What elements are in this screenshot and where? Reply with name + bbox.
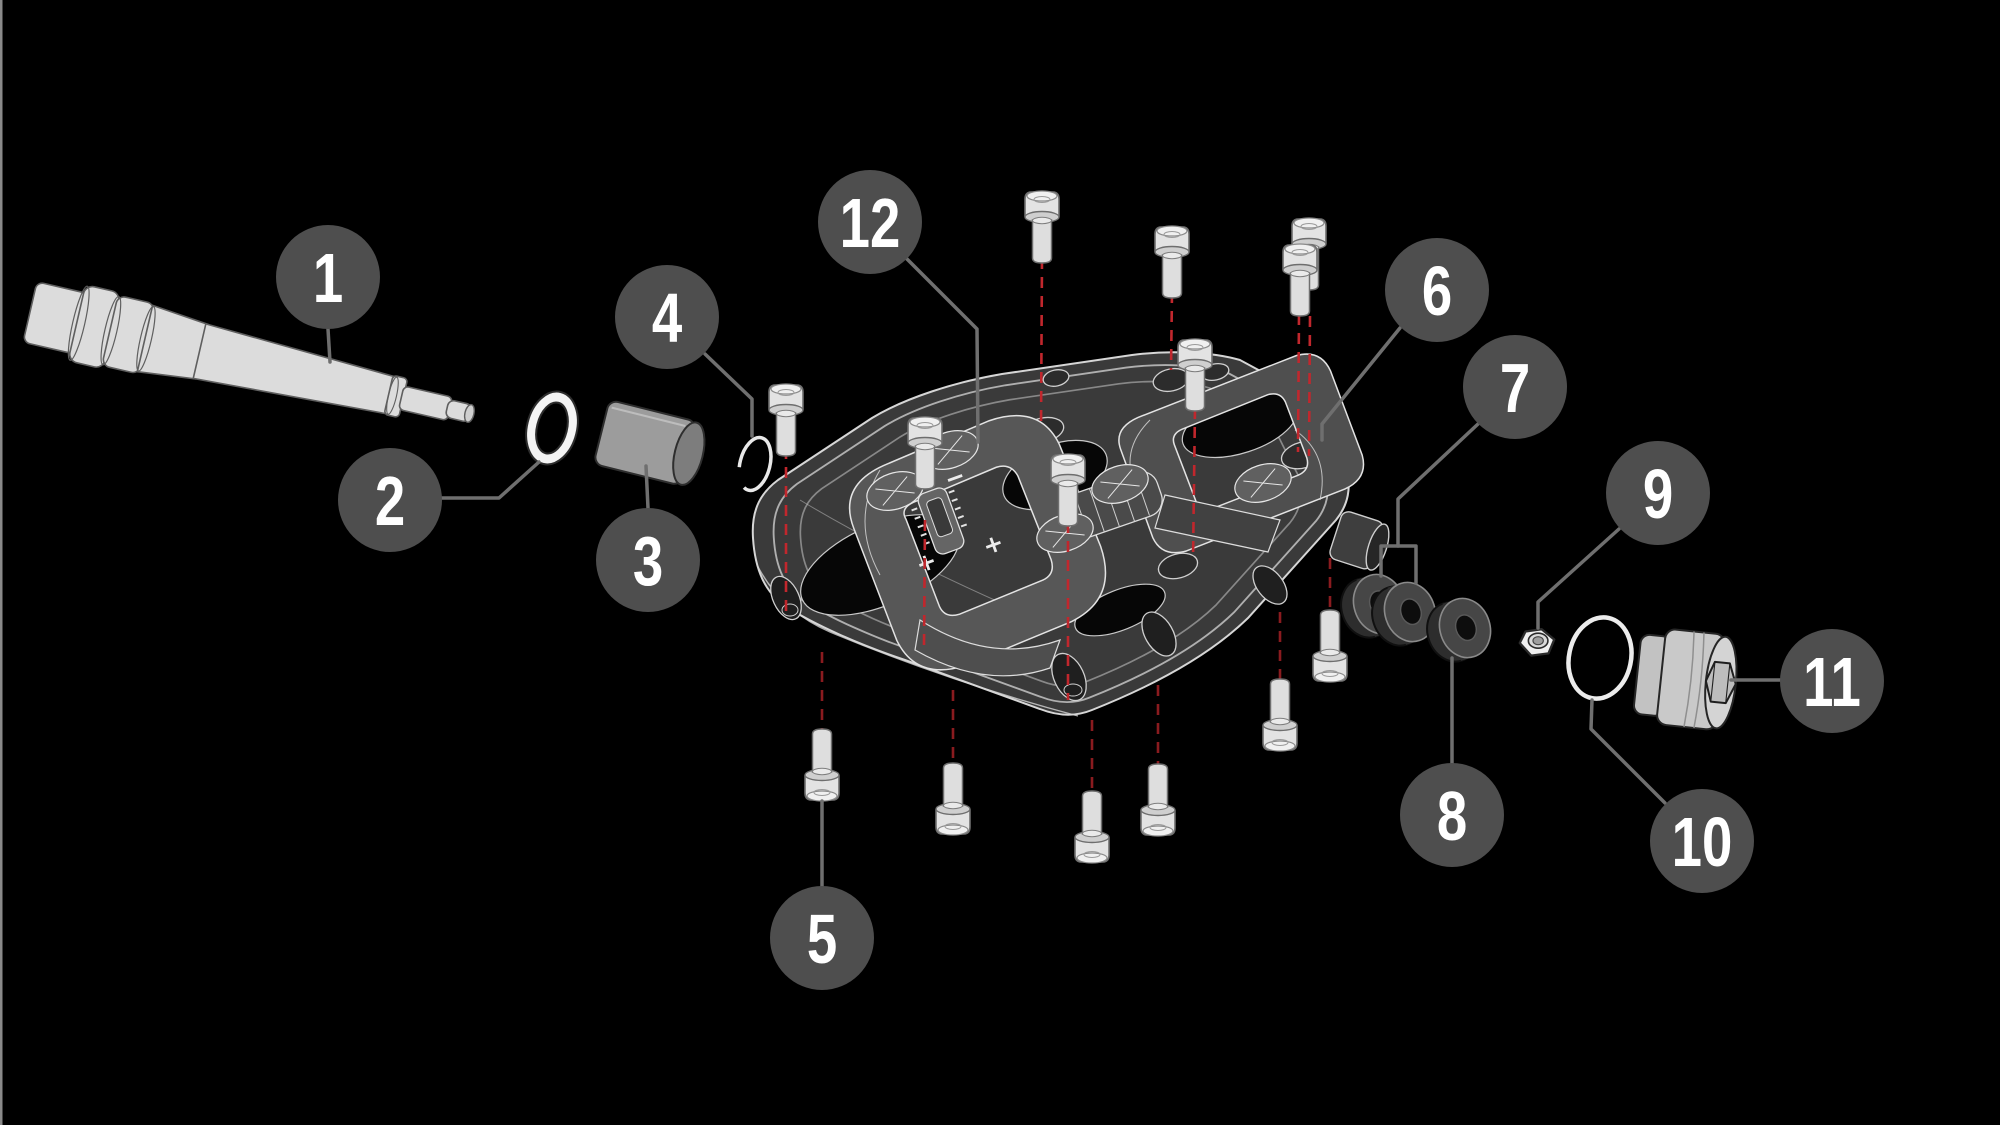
callout-label: 4 <box>652 280 682 358</box>
retaining-clip <box>737 435 773 493</box>
leader-2 <box>440 460 541 500</box>
callout-circle <box>1385 238 1489 342</box>
bolt-axis-dashes-bottom <box>820 558 1332 800</box>
binding-mechanism: + − + <box>848 353 1365 677</box>
top-bolt <box>768 383 804 457</box>
leader-12 <box>904 256 980 444</box>
callout-7: 7 <box>1463 335 1567 439</box>
leader-10 <box>1589 698 1667 805</box>
callout-circle <box>1606 441 1710 545</box>
bottom-bolt <box>804 728 840 802</box>
dust-cap-plug <box>1632 628 1738 731</box>
callout-12: 12 <box>818 170 922 274</box>
cleat-catch <box>1154 494 1281 553</box>
callout-circle <box>1463 335 1567 439</box>
bottom-bolt <box>1140 763 1176 837</box>
callout-label: 1 <box>313 240 343 318</box>
callout-circle <box>1650 789 1754 893</box>
callout-label: 8 <box>1437 778 1467 856</box>
callout-2: 2 <box>338 448 442 552</box>
leader-4 <box>703 352 754 438</box>
leader-3 <box>644 464 650 510</box>
callout-circle <box>1780 629 1884 733</box>
axle-boss <box>1329 511 1390 571</box>
top-bolt <box>1024 190 1060 264</box>
leader-9 <box>1536 527 1621 630</box>
image-edge <box>0 0 3 1125</box>
callout-label: 6 <box>1422 253 1452 331</box>
leader-1 <box>326 327 332 364</box>
callout-label: 11 <box>1803 644 1861 722</box>
bottom-bolt <box>1312 609 1348 683</box>
bottom-bolt <box>1262 678 1298 752</box>
callout-label: 7 <box>1500 350 1530 428</box>
callouts: 1 2 3 4 5 6 7 8 <box>276 170 1884 990</box>
bottom-bolt <box>1074 790 1110 864</box>
callout-label: 5 <box>807 901 837 979</box>
callout-label: 9 <box>1643 456 1673 534</box>
callout-circle <box>1400 763 1504 867</box>
callout-circle <box>338 448 442 552</box>
callout-1: 1 <box>276 225 380 329</box>
seal-washer <box>525 390 579 466</box>
bottom-bolt <box>935 762 971 836</box>
leader-7 <box>1396 422 1480 548</box>
top-bolt <box>1154 225 1190 299</box>
callout-circle <box>596 508 700 612</box>
lock-nut <box>1518 628 1556 657</box>
callout-leaders <box>326 256 1782 888</box>
pedal-body: + − + <box>751 351 1390 717</box>
o-ring <box>1566 615 1634 701</box>
bushing <box>594 400 706 486</box>
callout-3: 3 <box>596 508 700 612</box>
callout-circle <box>818 170 922 274</box>
callout-8: 8 <box>1400 763 1504 867</box>
callout-label: 2 <box>375 463 405 541</box>
leader-7-bracket <box>1379 544 1418 585</box>
spindle <box>23 282 475 423</box>
callout-5: 5 <box>770 886 874 990</box>
callout-label: 10 <box>1672 804 1733 882</box>
callout-6: 6 <box>1385 238 1489 342</box>
callout-4: 4 <box>615 265 719 369</box>
callout-circle <box>770 886 874 990</box>
front-jaw <box>914 619 1061 677</box>
callout-label: 12 <box>840 185 901 263</box>
callout-9: 9 <box>1606 441 1710 545</box>
callout-label: 3 <box>633 523 663 601</box>
callout-circle <box>276 225 380 329</box>
callout-10: 10 <box>1650 789 1754 893</box>
screw-bosses <box>866 430 1292 553</box>
leader-6 <box>1320 326 1402 442</box>
callout-circle <box>615 265 719 369</box>
callout-11: 11 <box>1780 629 1884 733</box>
bolt-axis-dashes-top <box>784 257 1312 700</box>
